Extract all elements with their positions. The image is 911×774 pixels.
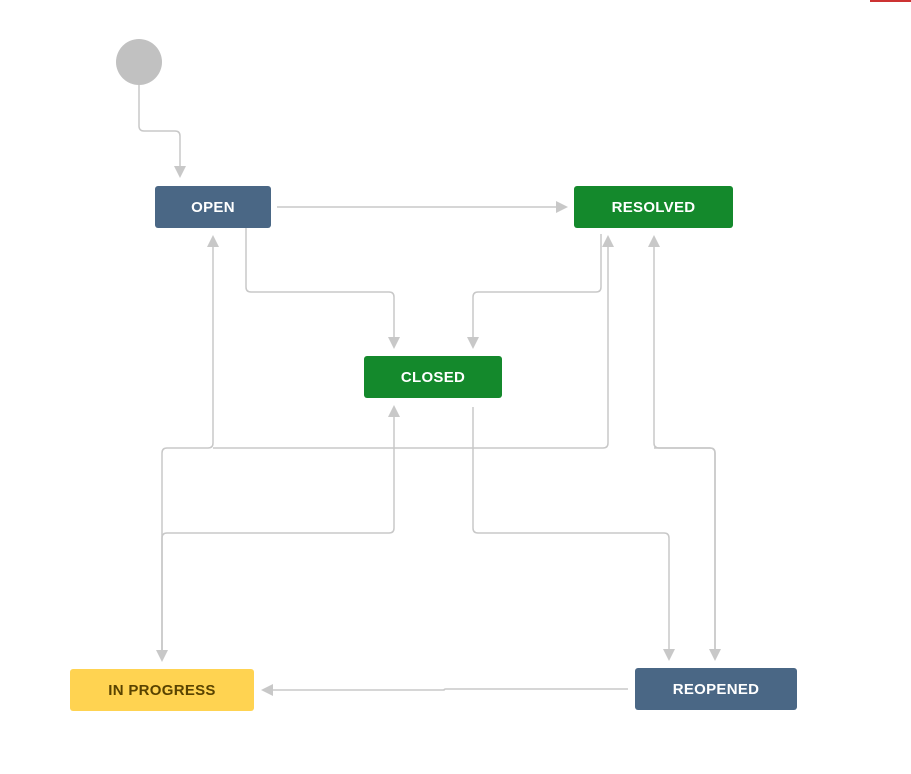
transition-open-to-closed[interactable] xyxy=(245,228,400,349)
status-open[interactable]: OPEN xyxy=(155,186,271,228)
transition-inprogress-to-resolved[interactable] xyxy=(213,235,614,449)
transition-reopened-to-inprogress[interactable] xyxy=(261,684,628,696)
transition-inprogress-to-open[interactable] xyxy=(161,235,219,660)
status-reopened[interactable]: REOPENED xyxy=(635,668,797,710)
transition-closed-to-reopened[interactable] xyxy=(472,407,675,661)
top-edge-mark xyxy=(870,0,911,2)
start-node-circle[interactable] xyxy=(116,39,162,85)
transition-start-to-open[interactable] xyxy=(138,85,186,178)
status-resolved[interactable]: RESOLVED xyxy=(574,186,733,228)
status-closed[interactable]: CLOSED xyxy=(364,356,502,398)
transition-resolved-to-closed[interactable] xyxy=(467,234,602,349)
status-in-progress[interactable]: IN PROGRESS xyxy=(70,669,254,711)
transition-resolved-to-reopened[interactable] xyxy=(654,447,721,661)
transition-inprogress-to-closed[interactable] xyxy=(161,405,400,660)
